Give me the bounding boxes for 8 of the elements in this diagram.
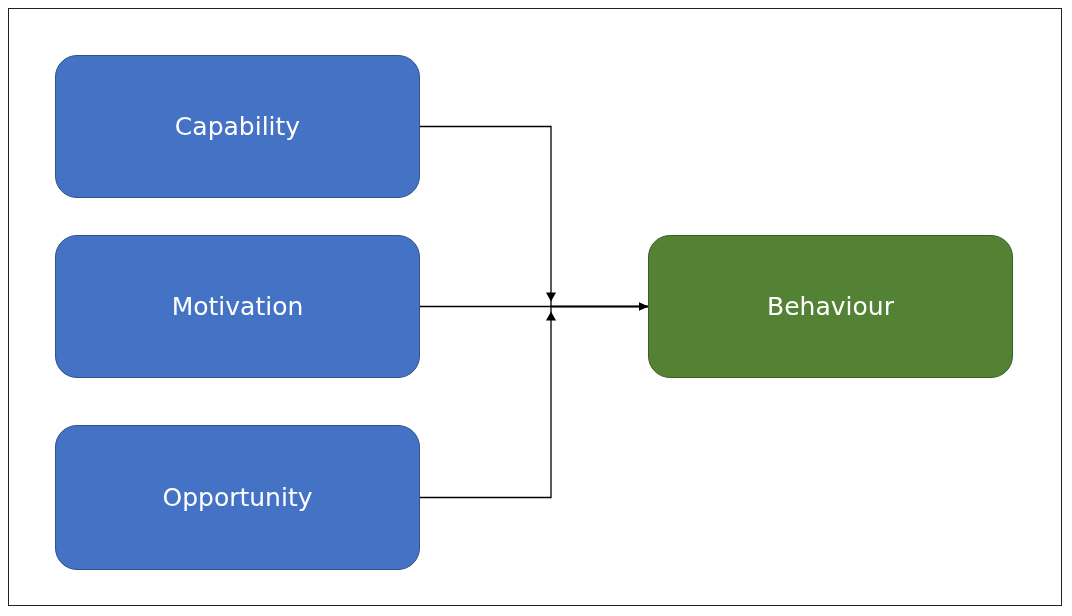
factor-box: [55, 425, 420, 570]
box-label: Behaviour: [767, 292, 894, 321]
factor-box: [55, 235, 420, 378]
outcome-box: [648, 235, 1013, 378]
box-label: Motivation: [171, 292, 304, 321]
box-label: Opportunity: [162, 483, 313, 512]
factor-box: [55, 55, 420, 198]
box-label: Capability: [174, 112, 301, 141]
